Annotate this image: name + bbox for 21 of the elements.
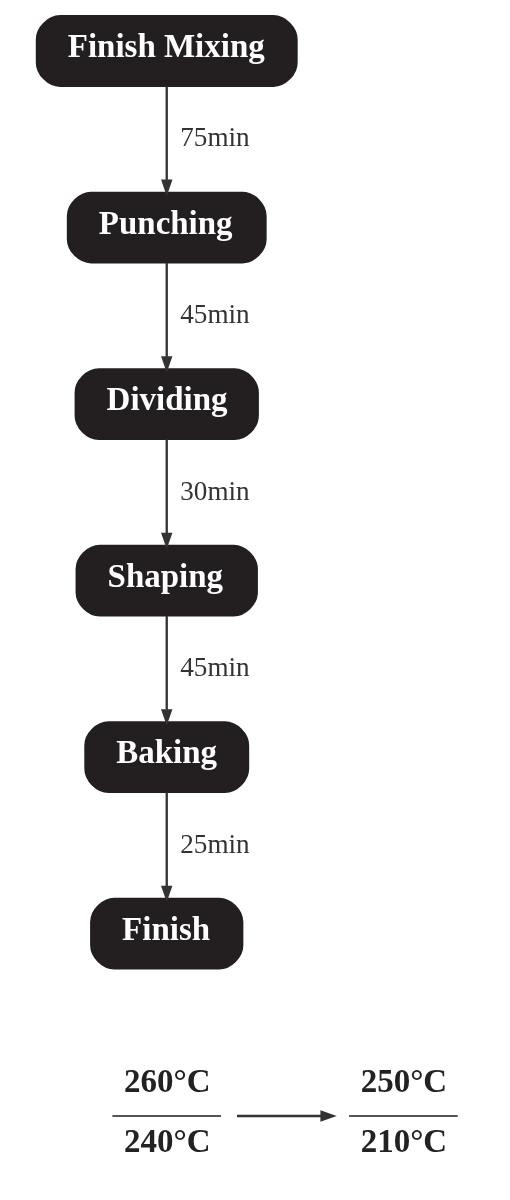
edge-label: 75min: [180, 122, 250, 153]
node-label: 250°C: [360, 1062, 448, 1099]
edge-label: 30min: [180, 475, 250, 506]
node-box: Punching: [66, 191, 267, 264]
arrow: [161, 262, 173, 373]
edge-label: 45min: [180, 298, 250, 329]
node-box: Finish Mixing: [35, 15, 298, 87]
node-label: 210°C: [360, 1123, 448, 1160]
arrow: [237, 1110, 337, 1122]
arrow: [161, 615, 173, 726]
node-box: Baking: [84, 721, 250, 793]
edge-label: 25min: [180, 828, 250, 859]
arrow: [161, 792, 173, 903]
node-label: 260°C: [124, 1062, 211, 1099]
arrow: [161, 86, 173, 196]
node-label: 240°C: [124, 1123, 211, 1160]
node-box: Dividing: [74, 368, 259, 440]
arrow: [161, 439, 173, 549]
node-box: Shaping: [75, 544, 258, 617]
node-box: Finish: [90, 897, 244, 970]
edge-label: 45min: [180, 652, 250, 683]
